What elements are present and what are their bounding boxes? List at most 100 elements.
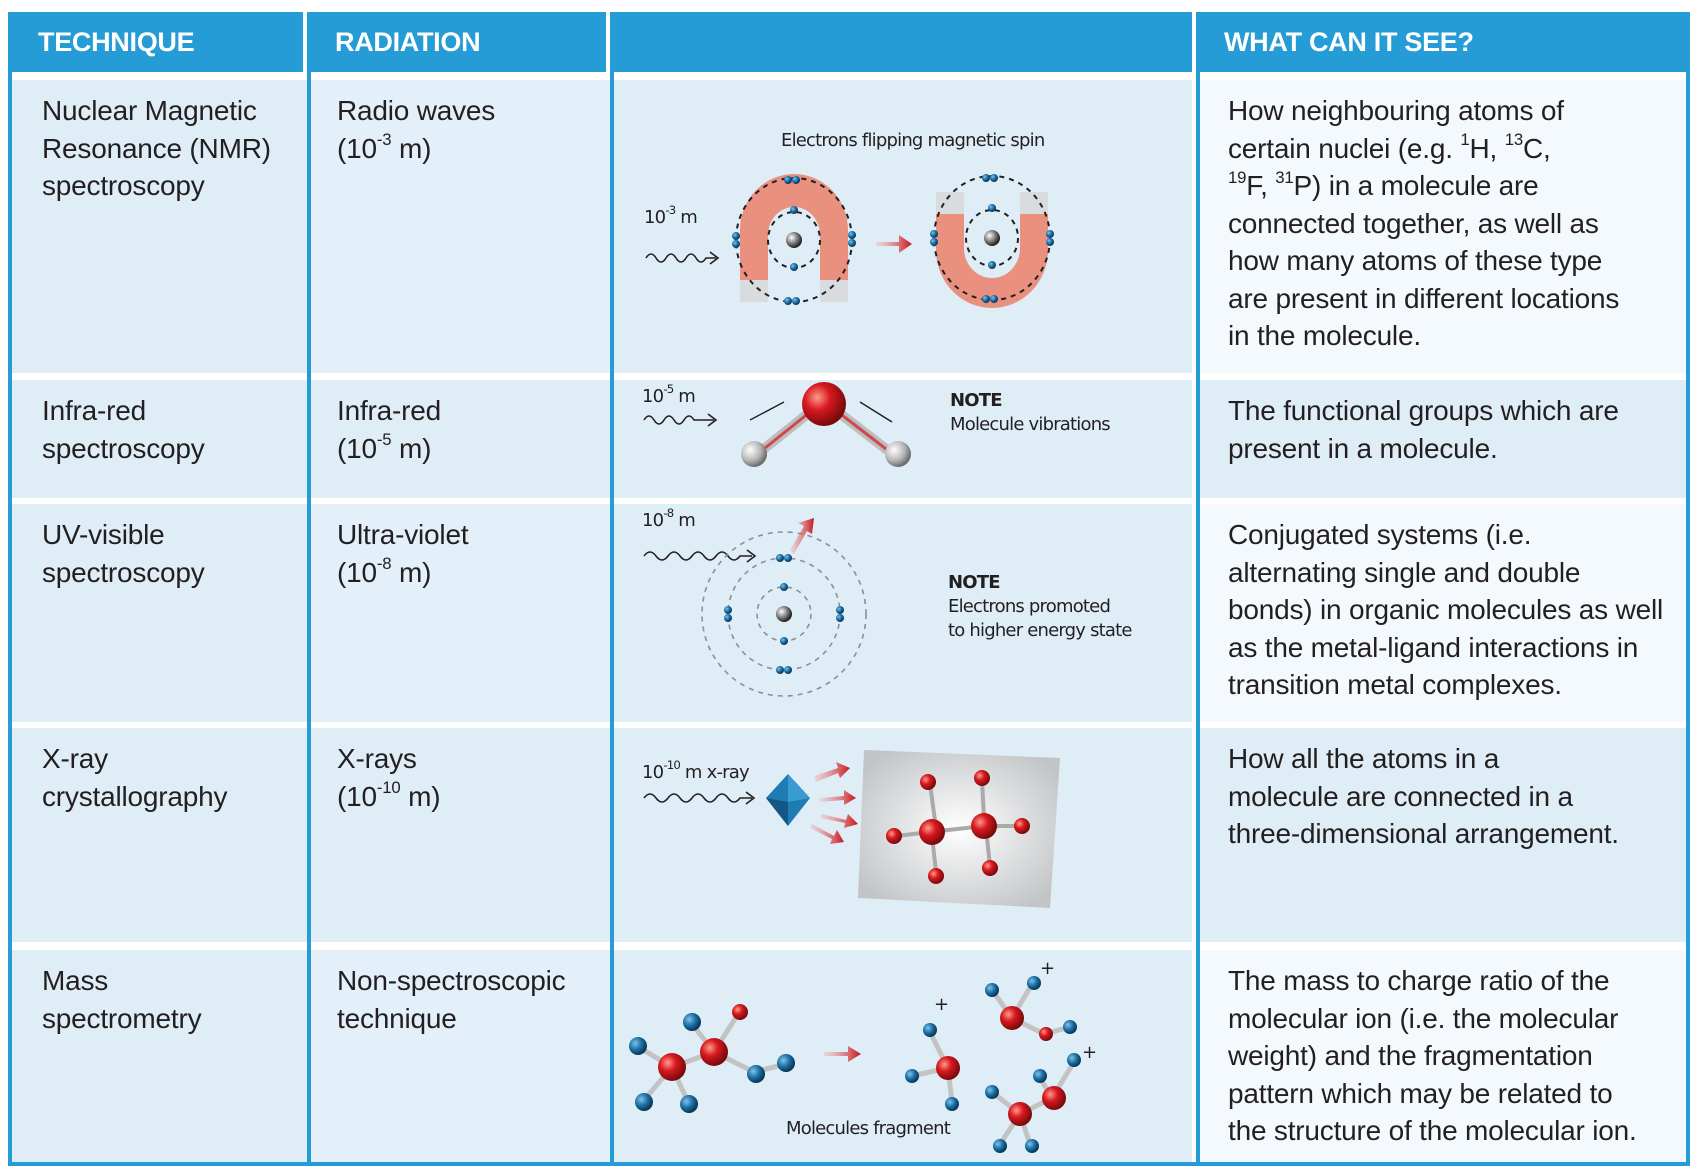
technique-line: spectroscopy	[42, 170, 205, 201]
uv-wavelength-label: 10-8 m	[642, 506, 696, 531]
what-line: bonds) in organic molecules as well	[1228, 594, 1663, 625]
what-line: present in a molecule.	[1228, 432, 1498, 464]
ir-note-title: NOTE	[950, 390, 1003, 411]
magnet-icon	[740, 174, 848, 302]
what-line: connected together, as well as	[1228, 207, 1599, 239]
what-line: The mass to charge ratio of the	[1228, 965, 1610, 996]
row3-diagram	[614, 504, 1192, 722]
diffracted-rays-icon	[810, 762, 858, 844]
row1-technique: Nuclear Magnetic Resonance (NMR) spectro…	[12, 80, 307, 373]
border-right	[1686, 72, 1690, 1166]
technique-line: Infra-red	[42, 395, 147, 426]
arrow-up-right-icon	[790, 518, 814, 554]
charge-label: +	[1082, 1042, 1097, 1063]
arrow-right-icon	[824, 1046, 861, 1062]
crystal-diffraction-illustration	[643, 750, 1060, 908]
arrow-right-icon	[876, 235, 912, 253]
radiation-wavelength: (10-3 m)	[337, 130, 432, 164]
ir-wavelength-label: 10-5 m	[642, 382, 696, 407]
radiation-name: Radio waves	[337, 95, 496, 126]
radiation-wavelength: (10-10 m)	[337, 778, 441, 812]
technique-line: spectroscopy	[42, 556, 205, 588]
xray-diagram: 10-10 m x-ray	[614, 728, 1192, 942]
radiation-name: Non-spectroscopic	[337, 965, 566, 996]
what-line: are present in different locations	[1228, 282, 1620, 314]
what-line: molecule are connected in a	[1228, 780, 1573, 812]
hydrogen-atom-icon	[885, 441, 911, 467]
what-line: alternating single and double	[1228, 556, 1581, 588]
row1-radiation: Radio waves (10-3 m)	[311, 80, 610, 373]
mass-spec-caption: Molecules fragment	[786, 1118, 951, 1139]
border-bottom	[8, 1162, 1690, 1166]
row5-technique: Mass spectrometry	[12, 950, 307, 1162]
radiation-name: X-rays	[337, 743, 417, 774]
what-line: molecular ion (i.e. the molecular	[1228, 1002, 1619, 1034]
technique-line: crystallography	[42, 780, 228, 812]
nucleus-icon	[984, 230, 1000, 246]
header-technique: TECHNIQUE	[8, 12, 303, 72]
radiation-wavelength: (10-5 m)	[337, 430, 432, 464]
molecule-fragmentation-illustration	[629, 976, 1081, 1153]
row1-what: How neighbouring atoms of certain nuclei…	[1200, 80, 1690, 373]
hydrogen-atom-icon	[741, 441, 767, 467]
row5-what: The mass to charge ratio of the molecula…	[1200, 950, 1690, 1162]
row3-what: Conjugated systems (i.e. alternating sin…	[1200, 504, 1690, 722]
water-molecule-illustration	[643, 382, 911, 467]
technique-line: Resonance (NMR)	[42, 132, 271, 164]
molecule-structure-icon	[886, 770, 1030, 884]
divider-col1	[307, 12, 311, 1166]
mass-spec-diagram: Molecules fragment + + +	[614, 950, 1192, 1162]
technique-line: Mass	[42, 965, 109, 996]
radiation-line2: technique	[337, 1002, 457, 1034]
radiation-name: Ultra-violet	[337, 519, 469, 550]
what-line: pattern which may be related to	[1228, 1077, 1613, 1109]
border-left	[8, 72, 12, 1166]
what-line: three-dimensional arrangement.	[1228, 818, 1619, 849]
wave-icon	[645, 253, 716, 263]
what-line: as the metal-ligand interactions in	[1228, 631, 1639, 663]
row2-what: The functional groups which are present …	[1200, 380, 1690, 498]
nucleus-icon	[786, 232, 802, 248]
uv-diagram: 10-8 m NOTE Electrons promoted to higher…	[614, 504, 1192, 722]
what-line: The functional groups which are	[1228, 395, 1619, 426]
nmr-illustration	[645, 174, 1054, 308]
technique-line: Nuclear Magnetic	[42, 95, 257, 126]
electron-shell-illustration	[643, 518, 867, 697]
row4-what: How all the atoms in a molecule are conn…	[1200, 728, 1690, 942]
xray-wavelength-label: 10-10 m x-ray	[642, 758, 750, 783]
row5-radiation: Non-spectroscopic technique	[311, 950, 610, 1162]
oxygen-atom-icon	[802, 382, 846, 426]
divider-col3	[1196, 12, 1200, 1166]
what-line: how many atoms of these type	[1228, 245, 1603, 276]
row2-radiation: Infra-red (10-5 m)	[311, 380, 610, 498]
charge-label: +	[1040, 958, 1055, 979]
nmr-wavelength-label: 10-3 m	[644, 203, 698, 228]
what-line: transition metal complexes.	[1228, 669, 1562, 700]
header-what-can-it-see: WHAT CAN IT SEE?	[1196, 12, 1690, 72]
uv-note-line: Electrons promoted	[948, 596, 1111, 617]
header-diagram	[610, 12, 1192, 72]
row1-diagram	[614, 80, 1192, 373]
nmr-diagram: Electrons flipping magnetic spin 10-3 m	[614, 80, 1192, 373]
nmr-caption: Electrons flipping magnetic spin	[781, 130, 1045, 151]
row4-technique: X-ray crystallography	[12, 728, 307, 942]
row3-technique: UV-visible spectroscopy	[12, 504, 307, 722]
what-line: certain nuclei (e.g. 1H, 13C,	[1228, 130, 1551, 164]
row2-technique: Infra-red spectroscopy	[12, 380, 307, 498]
what-line: How all the atoms in a	[1228, 743, 1500, 774]
what-line: weight) and the fragmentation	[1228, 1040, 1593, 1071]
what-line: 19F, 31P) in a molecule are	[1228, 167, 1539, 201]
what-line: the structure of the molecular ion.	[1228, 1115, 1637, 1146]
technique-line: UV-visible	[42, 519, 165, 550]
wave-icon	[643, 793, 752, 803]
row4-radiation: X-rays (10-10 m)	[311, 728, 610, 942]
wave-icon	[643, 415, 714, 425]
uv-note-title: NOTE	[948, 572, 1001, 593]
charge-label: +	[934, 994, 949, 1015]
wave-icon	[643, 551, 752, 561]
ir-diagram: 10-5 m NOTE Molecule vibrations	[614, 380, 1192, 498]
radiation-wavelength: (10-8 m)	[337, 554, 432, 588]
nucleus-icon	[776, 606, 792, 622]
ir-note-text: Molecule vibrations	[950, 414, 1111, 435]
magnet-icon	[936, 192, 1048, 308]
